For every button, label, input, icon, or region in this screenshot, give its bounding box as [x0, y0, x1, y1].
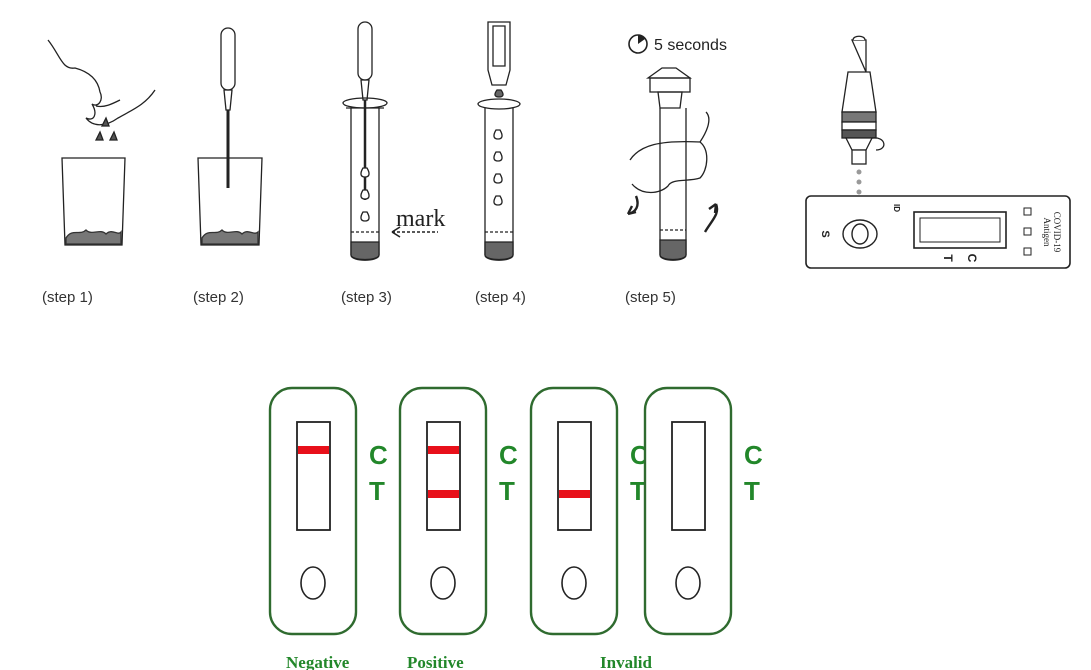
result-window — [296, 421, 331, 531]
result-window — [913, 211, 1007, 249]
control-line-label: C — [744, 440, 763, 470]
test-line-label: T — [369, 476, 385, 506]
test-line — [559, 490, 590, 498]
test-line — [428, 490, 459, 498]
cassette-test-label: T — [941, 254, 955, 262]
timer-label: 5 seconds — [654, 37, 727, 54]
dropper-illustration — [841, 35, 885, 195]
caption-invalid: Invalid — [600, 653, 653, 670]
caption-positive: Positive — [407, 653, 464, 670]
sample-well — [430, 566, 456, 600]
checkbox-1 — [1023, 207, 1032, 216]
test-line-label: T — [630, 476, 646, 506]
cassette-product-sub: Antigen — [1042, 218, 1052, 247]
cassette-control-label: C — [965, 254, 979, 263]
sample-well — [842, 219, 878, 249]
mark-label: mark — [396, 206, 445, 232]
step-5-illustration — [626, 67, 719, 261]
result-window — [426, 421, 461, 531]
result-cassette-3: CT — [529, 386, 649, 636]
cassette-sample-label: S — [819, 230, 831, 237]
control-line — [298, 446, 329, 454]
test-line-label: T — [499, 476, 515, 506]
cassette-product-name: COVID-19 — [1052, 212, 1062, 253]
checkbox-2 — [1023, 227, 1032, 236]
cassette-id-label: ID — [892, 204, 901, 212]
step-5-label: (step 5) — [625, 289, 676, 306]
step-2-label: (step 2) — [193, 289, 244, 306]
caption-negative: Negative — [286, 653, 350, 670]
control-line-label: C — [499, 440, 518, 470]
step-4-illustration — [477, 21, 521, 261]
sample-well — [300, 566, 326, 600]
result-cassette-4: CT — [643, 386, 763, 636]
step-4-label: (step 4) — [475, 289, 526, 306]
sample-well — [675, 566, 701, 600]
sample-well — [561, 566, 587, 600]
result-cassette-2: CT — [398, 386, 518, 636]
step-2-illustration — [197, 27, 263, 246]
step-1-illustration — [47, 39, 156, 246]
result-window — [557, 421, 592, 531]
timer-icon — [628, 34, 648, 54]
control-line — [428, 446, 459, 454]
step-1-label: (step 1) — [42, 289, 93, 306]
checkbox-3 — [1023, 247, 1032, 256]
test-line-label: T — [744, 476, 760, 506]
result-cassette-1: CT — [268, 386, 388, 636]
result-window — [671, 421, 706, 531]
test-cassette — [805, 195, 1071, 269]
step-3-illustration — [342, 21, 438, 261]
step-3-label: (step 3) — [341, 289, 392, 306]
control-line-label: C — [369, 440, 388, 470]
